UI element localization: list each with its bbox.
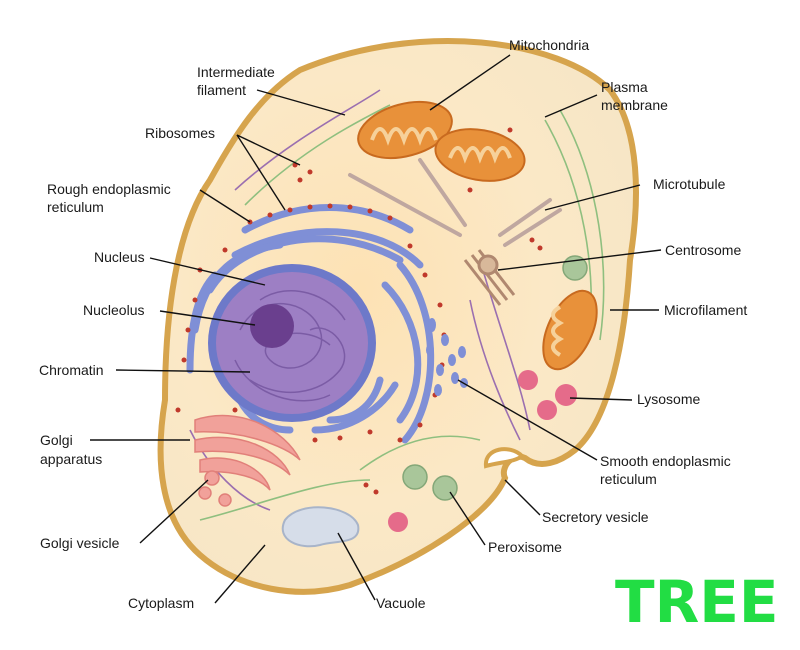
label-vacuole: Vacuole: [376, 595, 426, 611]
label-intermediate-filament-1: Intermediate: [197, 64, 275, 80]
label-plasma-membrane-1: Plasma: [601, 79, 648, 95]
label-golgi-apparatus-1: Golgi: [40, 432, 73, 448]
leader-lines: [90, 54, 662, 604]
centrosome-shape: [463, 249, 516, 306]
label-ribosomes: Ribosomes: [145, 125, 215, 141]
label-rough-er-2: reticulum: [47, 199, 104, 215]
peroxisome-shapes: [402, 255, 588, 501]
label-mitochondria: Mitochondria: [509, 37, 589, 53]
label-intermediate-filament-2: filament: [197, 82, 246, 98]
label-plasma-membrane-2: membrane: [601, 97, 668, 113]
label-nucleolus: Nucleolus: [83, 302, 144, 318]
microtubules: [348, 158, 562, 247]
label-rough-er-1: Rough endoplasmic: [47, 181, 171, 197]
watermark-text: TREE: [615, 568, 778, 636]
label-lysosome: Lysosome: [637, 391, 701, 407]
label-peroxisome: Peroxisome: [488, 539, 562, 555]
label-golgi-vesicle: Golgi vesicle: [40, 535, 120, 551]
nucleolus-shape: [250, 304, 294, 348]
lysosome-shapes: [388, 370, 577, 532]
ribosome-dots: [175, 127, 543, 495]
label-chromatin: Chromatin: [39, 362, 104, 378]
label-cytoplasm: Cytoplasm: [128, 595, 194, 611]
golgi-shapes: [194, 414, 301, 507]
labels: Intermediate filament Mitochondria Plasm…: [39, 37, 747, 611]
secretory-vesicle-shape: [484, 447, 525, 469]
label-smooth-er-2: reticulum: [600, 471, 657, 487]
smooth-er-shapes: [426, 318, 468, 396]
label-microfilament: Microfilament: [664, 302, 747, 318]
mitochondria-shapes: [357, 100, 598, 371]
label-golgi-apparatus-2: apparatus: [40, 451, 102, 467]
label-smooth-er-1: Smooth endoplasmic: [600, 453, 731, 469]
label-microtubule: Microtubule: [653, 176, 726, 192]
label-nucleus: Nucleus: [94, 249, 145, 265]
vacuole-shape: [281, 506, 360, 548]
label-centrosome: Centrosome: [665, 242, 741, 258]
label-secretory-vesicle: Secretory vesicle: [542, 509, 649, 525]
